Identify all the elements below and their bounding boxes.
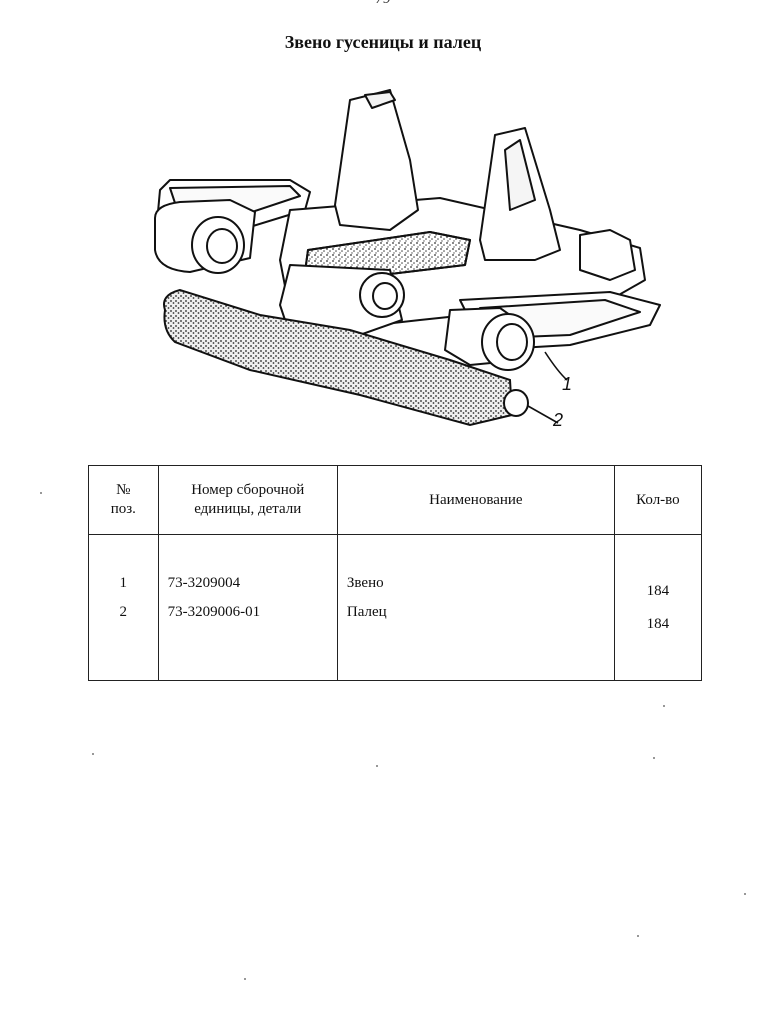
name-column: Звено Палец [336, 534, 615, 681]
row-1-part-number: 73-3209004 [167, 575, 241, 591]
header-name-label: Наименование [429, 491, 523, 508]
callout-2: 2 [553, 410, 564, 430]
header-position: № поз. [88, 465, 159, 535]
row-2-part-number: 73-3209006-01 [167, 604, 261, 620]
scan-speck [653, 757, 655, 759]
row-2-name: Палец [346, 604, 387, 620]
scan-speck [637, 935, 639, 937]
header-name: Наименование [336, 465, 615, 535]
page-number: 79 [0, 0, 766, 8]
row-2-quantity: 184 [646, 616, 670, 632]
track-link-illustration: 1 2 [140, 80, 680, 460]
header-part-number-label: Номер сборочной единицы, детали [191, 482, 305, 517]
part-number-column: 73-3209004 73-3209006-01 [157, 534, 338, 681]
position-column: 1 2 [88, 534, 159, 681]
row-2-position: 2 [119, 604, 128, 620]
row-1-quantity: 184 [646, 583, 670, 599]
scan-speck [744, 893, 746, 895]
header-quantity-label: Кол-во [636, 491, 680, 508]
header-part-number: Номер сборочной единицы, детали [157, 465, 338, 535]
page-title: Звено гусеницы и палец [284, 32, 482, 52]
scan-speck [663, 705, 665, 707]
track-link-drawing [154, 89, 661, 427]
scan-speck [244, 978, 246, 980]
callout-1: 1 [562, 374, 573, 394]
table-header-row: № поз. Номер сборочной единицы, детали Н… [88, 465, 703, 535]
parts-table: № поз. Номер сборочной единицы, детали Н… [88, 465, 703, 681]
row-1-position: 1 [119, 575, 128, 591]
header-quantity: Кол-во [613, 465, 703, 535]
scan-speck [40, 492, 42, 494]
scan-speck [376, 765, 378, 767]
row-1-name: Звено [346, 575, 384, 591]
header-position-label: № поз. [110, 482, 136, 517]
quantity-column: 184 184 [613, 534, 703, 681]
table-body-row: 1 2 73-3209004 73-3209006-01 Звено Палец… [88, 534, 703, 681]
scan-speck [92, 753, 94, 755]
